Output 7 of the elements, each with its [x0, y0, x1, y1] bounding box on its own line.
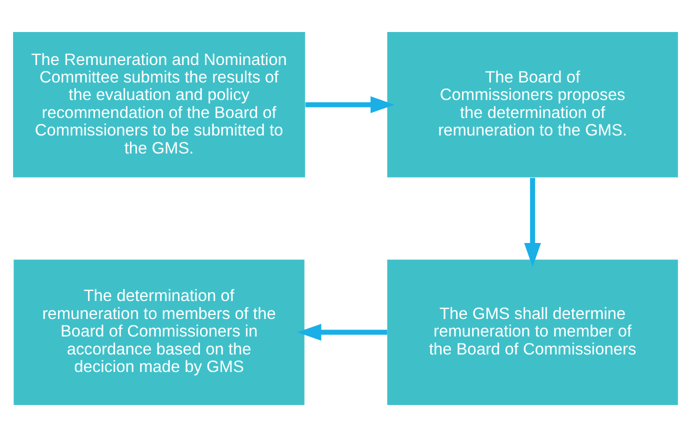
arrow: [524, 177, 541, 267]
node-box: The Remuneration and Nomination Committee submits the results of the evaluation and policy recommendation of the Board of Commissioners to be submitted to the GMS.: [13, 32, 306, 177]
arrow: [297, 323, 388, 340]
node-box: The determination of remuneration to members of the Board of Commissioners in accordance based on the decicion made by GMS: [14, 259, 304, 404]
node-box: The Board of Commissioners proposes the determination of remuneration to the GMS.: [387, 32, 678, 177]
arrow: [305, 96, 395, 113]
node-box: The GMS shall determine remuneration to member of the Board of Commissioners: [387, 259, 678, 404]
